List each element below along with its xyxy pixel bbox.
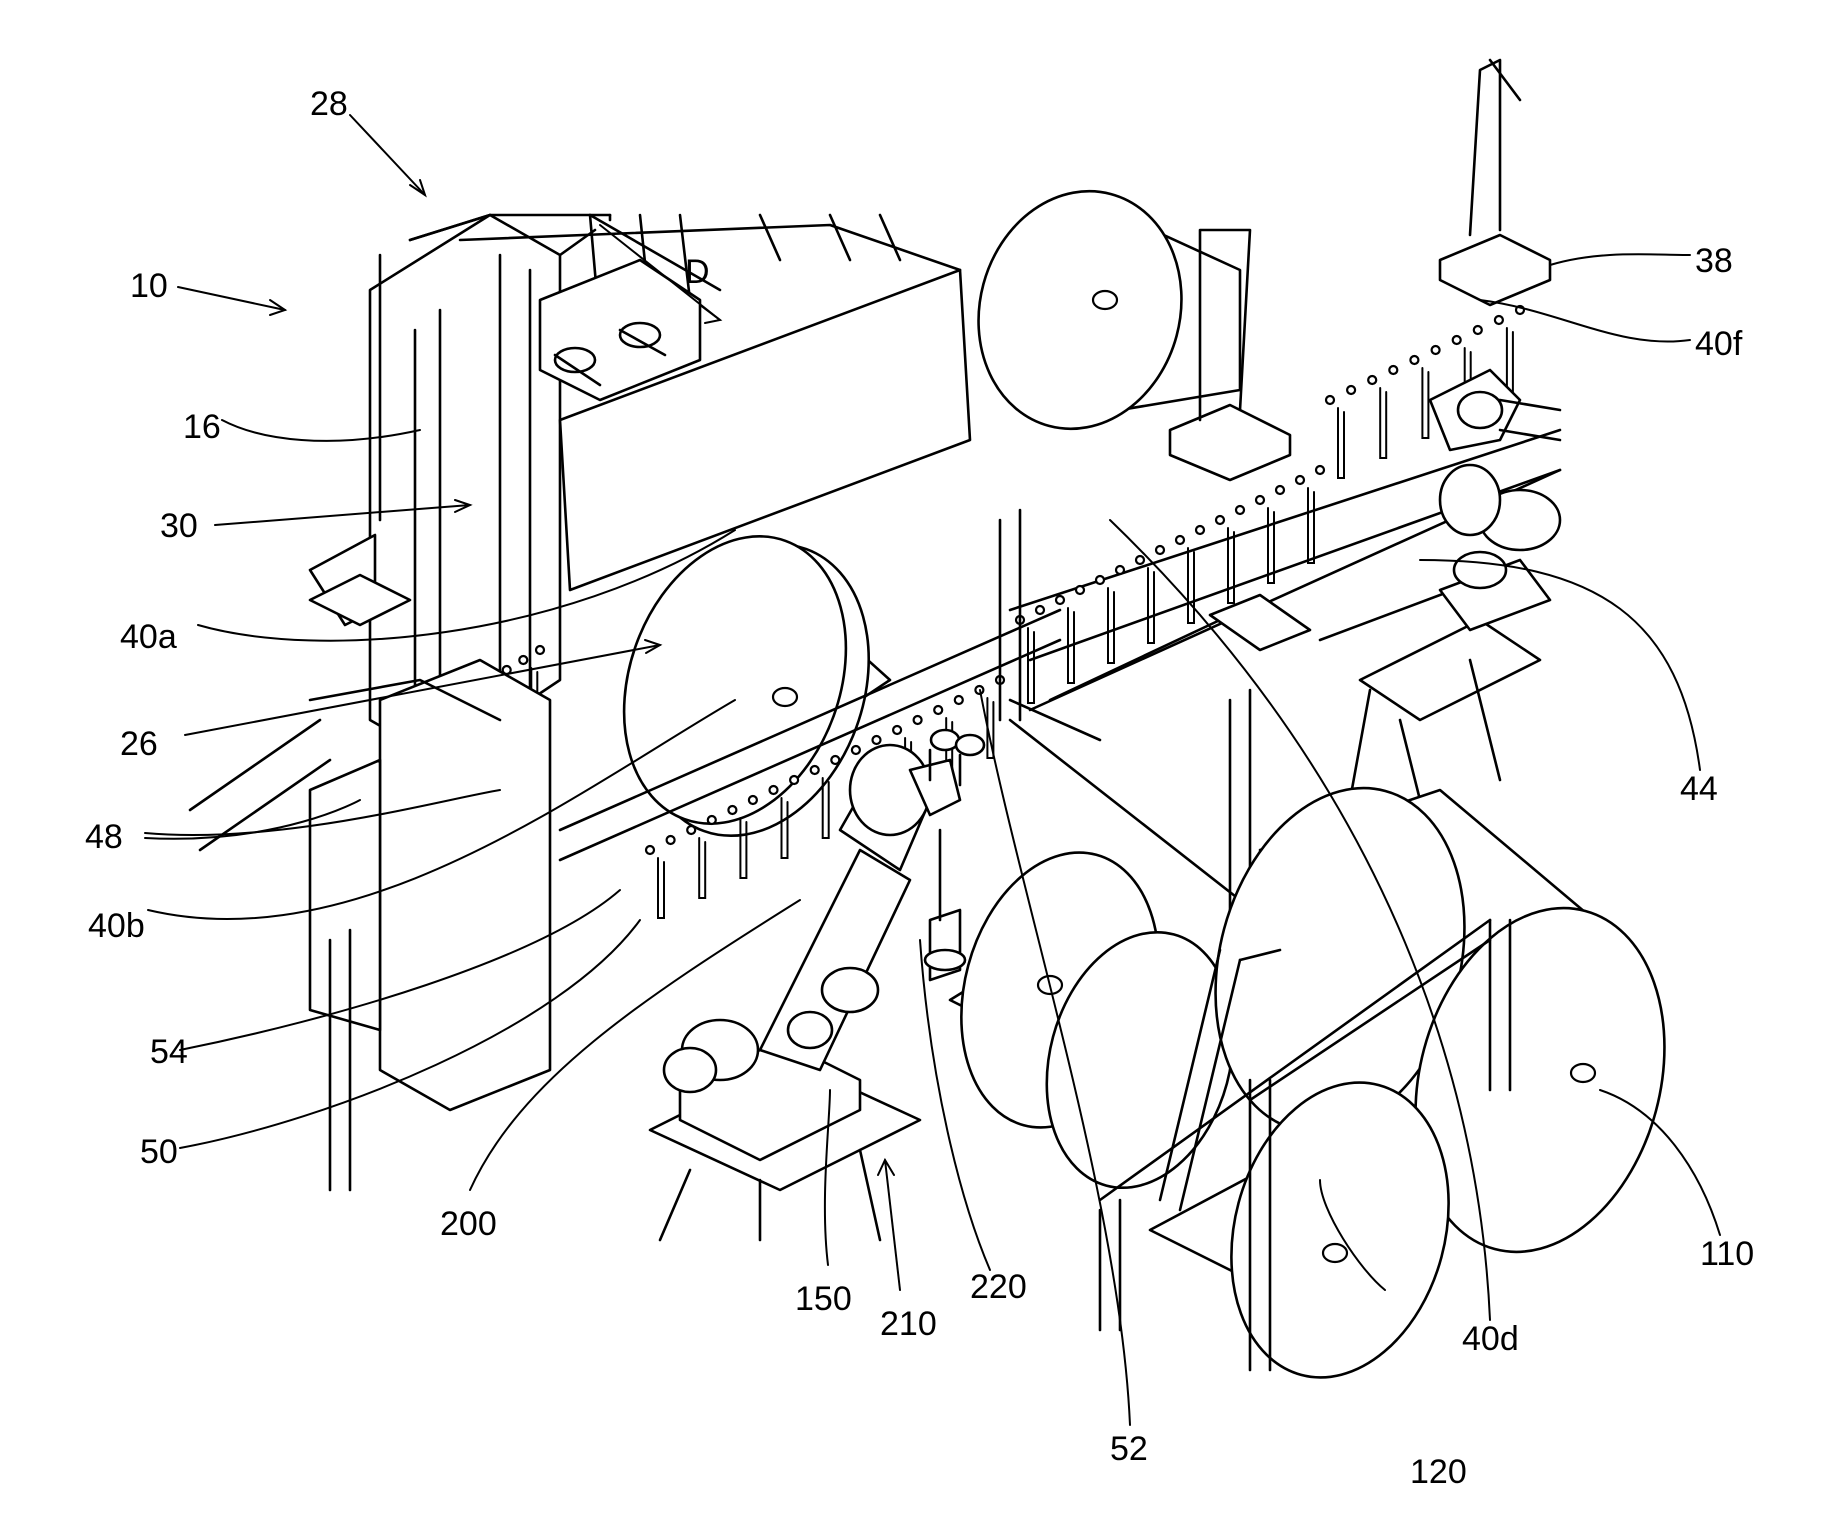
rail-pin [1108,588,1114,663]
rail-hole [1176,536,1184,544]
label-26: 26 [120,725,158,763]
rail-hole [790,776,798,784]
box-38 [1440,60,1550,305]
rail-pin [699,838,705,898]
rail-hole [1156,546,1164,554]
rail-hole [1296,476,1304,484]
label-40f: 40f [1695,325,1743,363]
rail-pin [1228,528,1234,603]
rail-hole [1453,336,1461,344]
rail-pin [1028,628,1034,703]
rail-hole [1276,486,1284,494]
rail-hole [519,656,527,664]
rail-hole [1410,356,1418,364]
rail-hole [1326,396,1334,404]
rail-pin [1308,488,1314,563]
label-28: 28 [310,85,348,123]
label-d: D [685,253,710,291]
label-10: 10 [130,267,168,305]
rail-hole [955,696,963,704]
rail-hole [667,836,675,844]
rail-hole [536,646,544,654]
label-50: 50 [140,1133,178,1171]
rail-hole [1096,576,1104,584]
rail-pin [1380,388,1386,458]
label-150: 150 [795,1280,852,1318]
rail-hole [934,706,942,714]
middle-spool-pair [932,830,1261,1209]
rail-hole [1216,516,1224,524]
rail-hole [1368,376,1376,384]
rail-hole [646,846,654,854]
label-38: 38 [1695,242,1733,280]
rail-hole [1474,326,1482,334]
label-40d: 40d [1462,1320,1519,1358]
rail-hole [811,766,819,774]
rail-pin [1338,408,1344,478]
rail-hole [1389,366,1397,374]
rail-hole [1347,386,1355,394]
rail-hole [1056,596,1064,604]
rail-hole [1316,466,1324,474]
rail-hole [728,806,736,814]
rail-hole [749,796,757,804]
rail-hole [852,746,860,754]
rail-hole [1136,556,1144,564]
rail-hole [1432,346,1440,354]
rail-hole [1495,316,1503,324]
rail-hole [1196,526,1204,534]
label-40a: 40a [120,618,177,656]
rail-pin [823,778,829,838]
label-44: 44 [1680,770,1718,808]
rail-hole [1116,566,1124,574]
label-40b: 40b [88,907,145,945]
rail-hole [914,716,922,724]
rail-pin [1148,568,1154,643]
label-30: 30 [160,507,198,545]
rail-pin [1268,508,1274,583]
rail-hole [1236,506,1244,514]
right-robot-head [1350,370,1560,800]
background-spool [952,168,1240,452]
label-52: 52 [1110,1430,1148,1468]
label-48: 48 [85,818,123,856]
rail-hole [1256,496,1264,504]
label-16: 16 [183,408,221,446]
label-200: 200 [440,1205,497,1243]
rail-hole [873,736,881,744]
rail-hole [831,756,839,764]
label-54: 54 [150,1033,188,1071]
rail-pin [1422,368,1428,438]
rail-hole [708,816,716,824]
rail-hole [687,826,695,834]
label-120: 120 [1410,1453,1467,1491]
label-110: 110 [1700,1235,1754,1273]
rail-hole [1076,586,1084,594]
label-220: 220 [970,1268,1027,1306]
rail-pin [1188,548,1194,623]
rail-hole [893,726,901,734]
rail-hole [1036,606,1044,614]
label-210: 210 [880,1305,937,1343]
rail-pin [658,858,664,918]
rail-hole [770,786,778,794]
